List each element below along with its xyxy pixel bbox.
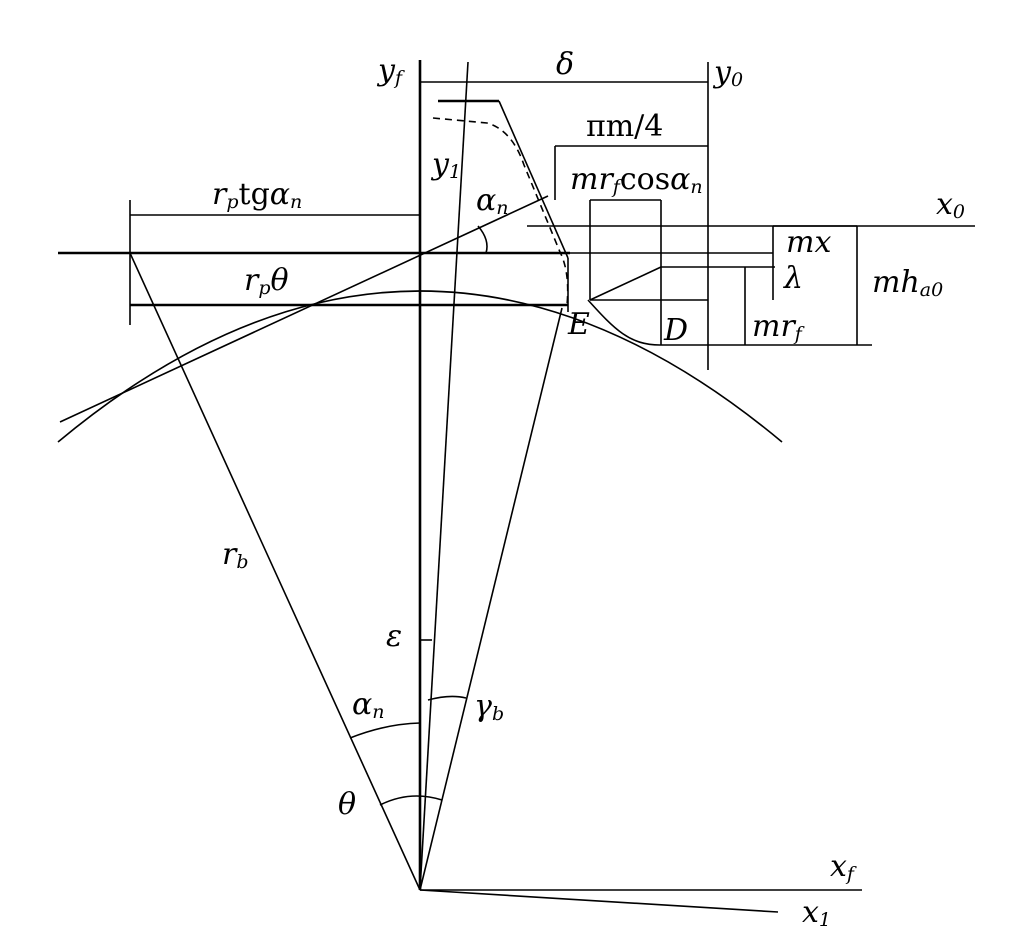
label-theta: θ — [338, 787, 357, 822]
gamma-arc — [427, 695, 467, 701]
label-D: D — [664, 313, 689, 348]
fillet-radius — [589, 266, 662, 301]
label-mrcos: mrfcosαn — [570, 162, 703, 198]
alpha-bottom-arc — [349, 722, 421, 739]
label-epsilon: ε — [386, 619, 403, 654]
fillet-curve — [587, 299, 661, 346]
label-gamma: γb — [474, 689, 505, 725]
label-yf: yf — [378, 53, 402, 89]
alpha-top-arc — [477, 225, 488, 254]
label-pm4: πm/4 — [586, 109, 664, 144]
label-rptg: rptgαn — [212, 177, 303, 213]
label-lambda: λ — [784, 261, 804, 296]
base-circle-arc — [57, 290, 783, 443]
label-mrf: mrf — [752, 309, 802, 345]
label-alpha-top: αn — [476, 183, 509, 219]
line-of-action — [59, 195, 549, 423]
label-E: E — [568, 307, 590, 342]
rb-line — [129, 252, 421, 891]
label-y1: y1 — [432, 147, 462, 183]
label-xf: xf — [830, 849, 854, 885]
label-x1: x1 — [802, 895, 832, 931]
rack-flank — [498, 100, 569, 259]
label-mha: mha0 — [872, 265, 944, 301]
x1-axis — [419, 889, 779, 913]
label-y0: y0 — [714, 55, 744, 91]
label-rptheta: rpθ — [244, 263, 289, 299]
label-x0: x0 — [936, 187, 966, 223]
gamma-b-line — [419, 307, 563, 891]
label-alpha-bottom: αn — [352, 687, 385, 723]
theta-arc — [379, 795, 443, 806]
label-delta: δ — [556, 47, 575, 82]
y1-axis — [419, 61, 469, 891]
label-rb: rb — [222, 537, 249, 573]
label-mx: mx — [786, 225, 832, 260]
